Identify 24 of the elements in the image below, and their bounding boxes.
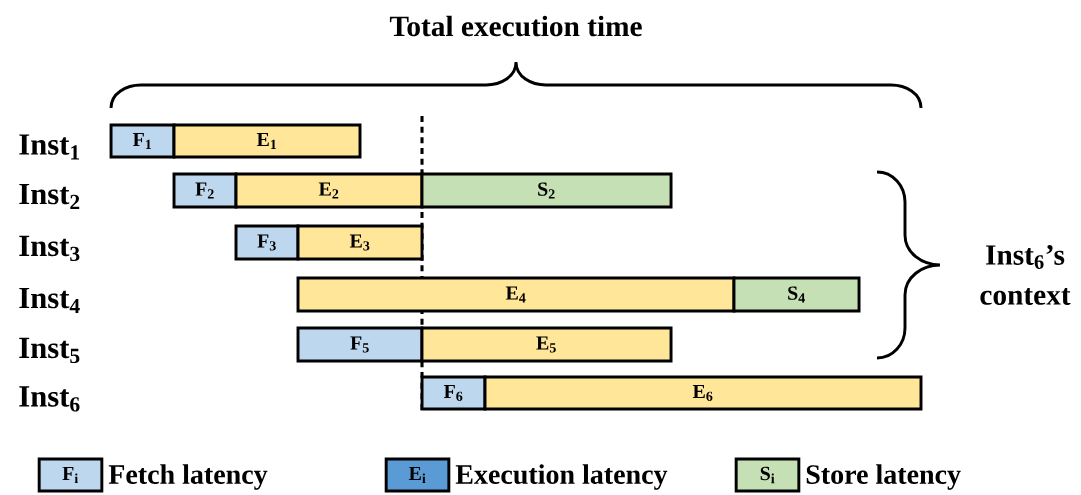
bar-segment: E$_{5}$ [420, 326, 673, 363]
bar-segment: S$_{2}$ [420, 172, 673, 209]
row-label: Inst$_{3}$ [19, 235, 80, 262]
bar-segment: E$_{1}$ [172, 123, 362, 159]
bar-segment: E$_{3}$ [296, 224, 424, 261]
bar-segment: F$_{1}$ [109, 123, 176, 159]
context-label: Inst$_{6}$’s context [980, 245, 1071, 305]
row-label: Inst$_{5}$ [19, 337, 80, 364]
row-label: Inst$_{4}$ [19, 287, 80, 313]
legend-label: Store latency [806, 464, 961, 490]
row-label: Inst$_{1}$ [19, 134, 80, 160]
row-label: Inst$_{2}$ [19, 183, 80, 209]
bar-segment: F$_{5}$ [296, 326, 424, 363]
bar-segment: S$_{4}$ [732, 276, 861, 313]
bar-segment: E$_{6}$ [483, 375, 923, 411]
legend-label: Fetch latency [108, 464, 268, 490]
title: Total execution time [389, 15, 642, 37]
bar-segment: F$_{3}$ [234, 224, 300, 261]
row-label: Inst$_{6}$ [19, 386, 80, 412]
bar-segment: E$_{2}$ [234, 172, 424, 209]
bar-segment: F$_{2}$ [172, 172, 238, 209]
bar-segment: F$_{6}$ [420, 375, 487, 411]
bar-segment: E$_{4}$ [296, 276, 736, 313]
legend-label: Execution latency [455, 464, 668, 490]
